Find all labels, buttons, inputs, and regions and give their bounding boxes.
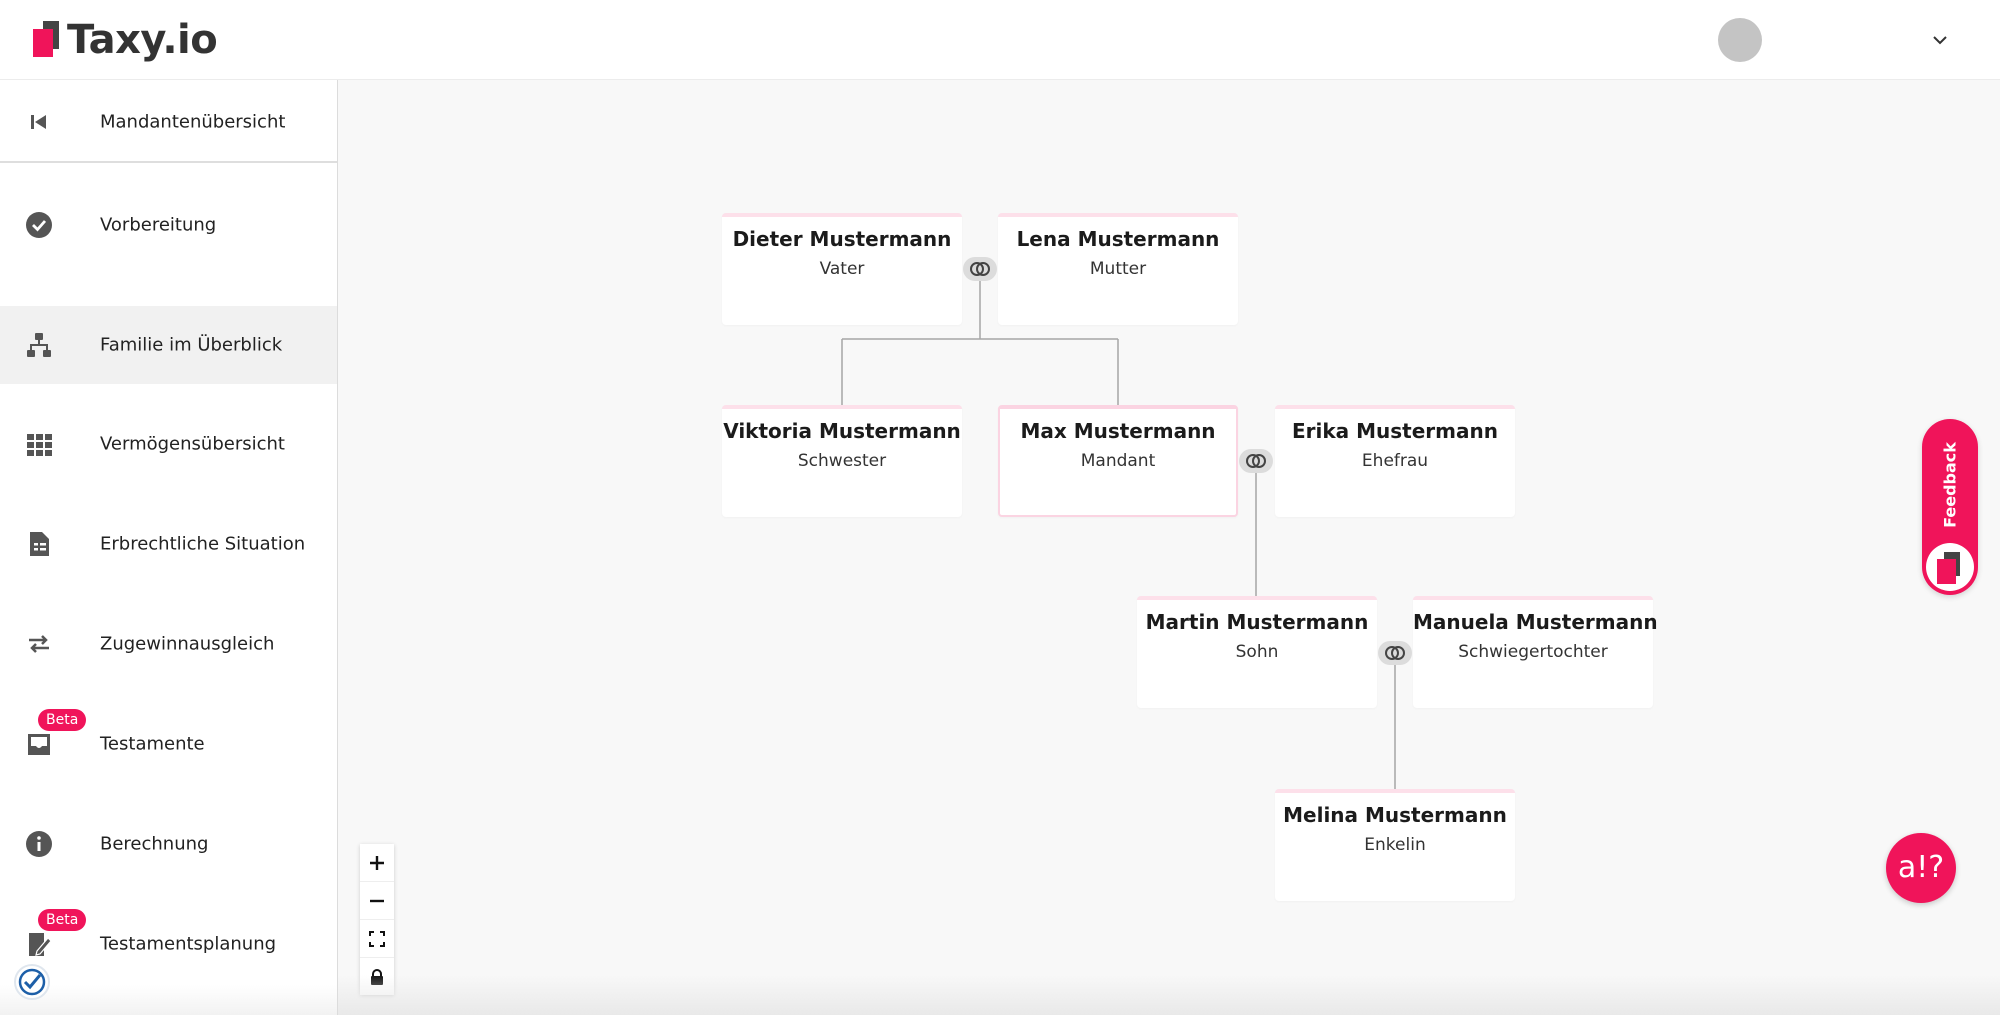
taxy-logo-icon <box>1926 543 1974 591</box>
feedback-button[interactable]: Feedback <box>1922 419 1978 595</box>
sidebar-item-label: Berechnung <box>100 833 209 855</box>
fit-view-button[interactable] <box>360 920 394 958</box>
logo-text: Taxy.io <box>67 17 218 63</box>
family-tree-icon <box>27 333 51 357</box>
plus-icon <box>370 855 384 870</box>
swap-arrows-icon <box>29 635 49 653</box>
zoom-out-button[interactable] <box>360 882 394 920</box>
sidebar-item-erbrechtliche-situation[interactable]: Erbrechtliche Situation <box>0 505 337 583</box>
person-card[interactable]: Erika Mustermann Ehefrau <box>1275 405 1515 517</box>
person-name: Manuela Mustermann <box>1413 610 1658 634</box>
person-role: Schwiegertochter <box>1458 642 1608 662</box>
lock-button[interactable] <box>360 958 394 995</box>
person-card[interactable]: Dieter Mustermann Vater <box>722 213 962 325</box>
person-card[interactable]: Martin Mustermann Sohn <box>1137 596 1377 708</box>
sidebar-item-vorbereitung[interactable]: Vorbereitung <box>0 186 337 264</box>
sidebar-item-label: Mandantenübersicht <box>100 111 286 133</box>
chevron-down-icon[interactable] <box>1928 28 1952 52</box>
user-avatar[interactable] <box>1718 18 1762 62</box>
document-edit-icon <box>29 933 52 956</box>
person-role: Sohn <box>1235 642 1279 662</box>
rings-icon <box>1246 454 1266 468</box>
person-card[interactable]: Viktoria Mustermann Schwester <box>722 405 962 517</box>
sidebar-item-label: Vermögensübersicht <box>100 433 285 455</box>
sidebar-item-vermoegensuebersicht[interactable]: Vermögensübersicht <box>0 405 337 483</box>
person-name: Erika Mustermann <box>1292 419 1498 443</box>
marriage-indicator <box>1239 449 1273 473</box>
person-card[interactable]: Melina Mustermann Enkelin <box>1275 789 1515 901</box>
sidebar: Mandantenübersicht Vorbereitung Familie … <box>0 80 338 1015</box>
grid-icon <box>27 434 52 456</box>
sidebar-item-familie[interactable]: Familie im Überblick <box>0 306 337 384</box>
zoom-in-button[interactable] <box>360 844 394 882</box>
beta-badge: Beta <box>38 709 87 731</box>
lock-icon <box>371 968 383 985</box>
person-name: Viktoria Mustermann <box>723 419 961 443</box>
sidebar-item-testamente[interactable]: Beta Testamente <box>0 705 337 783</box>
rings-icon <box>970 262 990 276</box>
beta-badge: Beta <box>38 909 87 931</box>
minus-icon <box>370 899 384 902</box>
person-role: Vater <box>819 259 865 279</box>
sidebar-item-mandantenuebersicht[interactable]: Mandantenübersicht <box>0 83 337 163</box>
help-chat-button[interactable]: a!? <box>1886 833 1956 903</box>
person-role: Enkelin <box>1364 835 1426 855</box>
skip-back-icon <box>31 115 46 129</box>
sidebar-item-label: Testamente <box>100 733 205 755</box>
sidebar-item-zugewinnausgleich[interactable]: Zugewinnausgleich <box>0 605 337 683</box>
zoom-controls <box>360 844 394 995</box>
person-card[interactable]: Lena Mustermann Mutter <box>998 213 1238 325</box>
person-name: Max Mustermann <box>1020 419 1216 443</box>
app-header: Taxy.io <box>0 0 2000 80</box>
person-name: Melina Mustermann <box>1283 803 1507 827</box>
info-icon <box>26 831 52 857</box>
sidebar-item-label: Familie im Überblick <box>100 334 283 356</box>
sidebar-item-label: Testamentsplanung <box>100 933 277 955</box>
feedback-label: Feedback <box>1940 442 1960 528</box>
person-name: Dieter Mustermann <box>732 227 952 251</box>
person-role: Ehefrau <box>1361 451 1429 471</box>
tree-connectors <box>841 269 1396 789</box>
family-tree-canvas[interactable]: Dieter Mustermann Vater Lena Mustermann … <box>338 80 2000 1015</box>
sidebar-item-label: Vorbereitung <box>100 214 217 236</box>
person-name: Martin Mustermann <box>1145 610 1369 634</box>
sidebar-item-label: Erbrechtliche Situation <box>100 533 306 555</box>
person-role: Schwester <box>797 451 887 471</box>
inbox-icon <box>28 734 50 755</box>
document-icon <box>30 532 49 556</box>
logo[interactable]: Taxy.io <box>33 17 218 63</box>
fit-view-icon <box>369 930 385 947</box>
person-card[interactable]: Manuela Mustermann Schwiegertochter <box>1413 596 1658 708</box>
person-role: Mandant <box>1080 451 1156 471</box>
sidebar-item-testamentsplanung[interactable]: Beta Testamentsplanung <box>0 905 337 983</box>
person-name: Lena Mustermann <box>1016 227 1220 251</box>
marriage-indicator <box>1378 641 1412 665</box>
check-circle-icon <box>26 212 52 238</box>
rings-icon <box>1385 646 1405 660</box>
sidebar-item-berechnung[interactable]: Berechnung <box>0 805 337 883</box>
person-card-selected[interactable]: Max Mustermann Mandant <box>998 405 1238 517</box>
sidebar-item-label: Zugewinnausgleich <box>100 633 275 655</box>
marriage-indicator <box>963 257 997 281</box>
verified-check-icon[interactable] <box>12 962 52 1002</box>
person-role: Mutter <box>1089 259 1147 279</box>
logo-icon <box>33 21 61 59</box>
